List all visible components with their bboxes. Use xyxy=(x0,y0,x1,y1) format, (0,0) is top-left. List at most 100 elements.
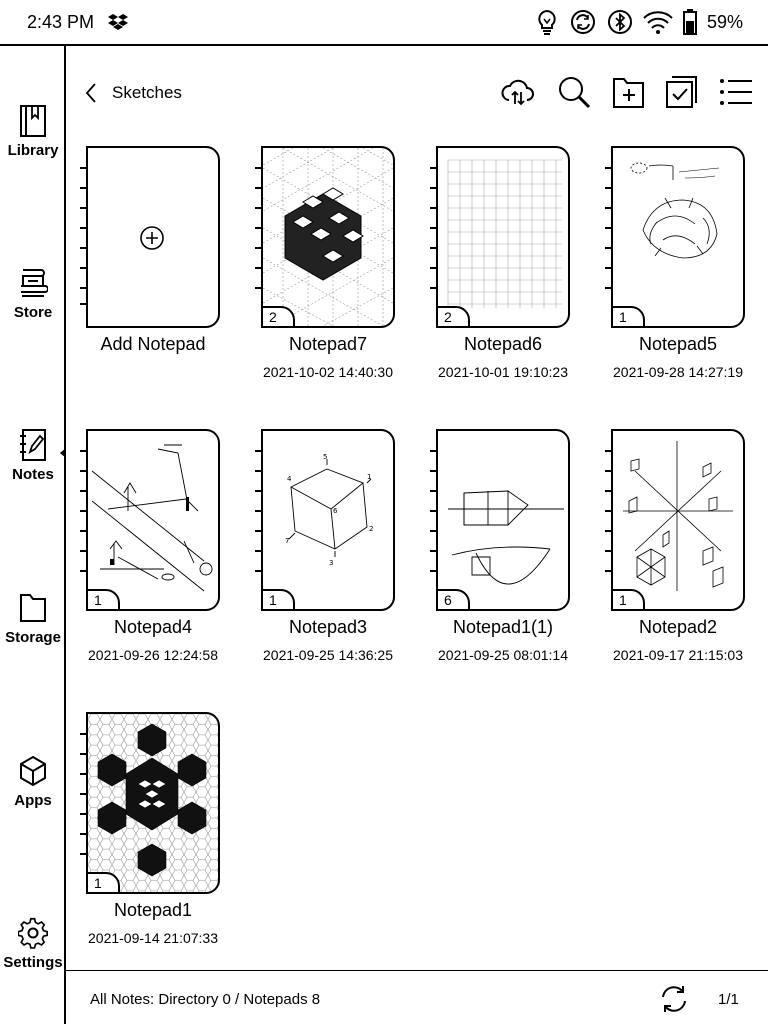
page-count-badge: 1 xyxy=(611,589,645,611)
spiral-binding xyxy=(80,720,88,888)
cloud-sync-icon[interactable] xyxy=(500,74,536,110)
sketch-thumbnail xyxy=(263,148,393,326)
notepad-cover[interactable] xyxy=(86,712,220,894)
spiral-binding xyxy=(605,437,613,605)
wifi-icon xyxy=(643,11,673,34)
spiral-binding xyxy=(255,437,263,605)
back-icon[interactable] xyxy=(84,82,98,104)
notepad-name: Notepad6 xyxy=(463,334,543,354)
sketch-thumbnail xyxy=(447,159,562,308)
notepad-date: 2021-10-02 14:40:30 xyxy=(263,364,393,380)
svg-text:2: 2 xyxy=(369,525,373,533)
refresh-icon[interactable] xyxy=(658,983,690,1015)
notepad-cover[interactable] xyxy=(436,429,570,611)
notepad-cover[interactable]: 5 4 1 7 2 3 6 xyxy=(261,429,395,611)
spiral-binding xyxy=(430,154,438,322)
page-title: Sketches xyxy=(112,83,182,102)
notepad-date: 2021-09-14 21:07:33 xyxy=(88,930,218,946)
sidebar-item-settings[interactable]: Settings xyxy=(0,916,66,971)
page-count-badge: 1 xyxy=(611,306,645,328)
sketch-thumbnail: 5 4 1 7 2 3 6 xyxy=(285,453,373,567)
notepad-name: Add Notepad xyxy=(100,334,206,354)
sidebar-item-library[interactable]: Library xyxy=(0,104,66,159)
sidebar-item-label: Storage xyxy=(5,629,61,646)
svg-text:4: 4 xyxy=(287,475,292,483)
list-view-icon[interactable] xyxy=(718,74,754,110)
sidebar-item-notes[interactable]: Notes xyxy=(0,428,66,483)
sidebar-item-label: Notes xyxy=(12,466,54,483)
page-count-badge: 2 xyxy=(261,306,295,328)
notepad-date: 2021-09-28 14:27:19 xyxy=(613,364,743,380)
spiral-binding xyxy=(255,154,263,322)
sidebar-item-label: Store xyxy=(13,304,53,321)
notepad-date: 2021-09-26 12:24:58 xyxy=(88,647,218,663)
search-icon[interactable] xyxy=(556,74,592,110)
book-icon xyxy=(20,105,46,137)
multi-select-icon[interactable] xyxy=(664,74,700,110)
sketch-thumbnail xyxy=(630,162,720,259)
sidebar: Library Store Notes Storage xyxy=(0,46,66,1024)
page-count-badge: 2 xyxy=(436,306,470,328)
sidebar-item-storage[interactable]: Storage xyxy=(0,591,66,646)
gear-icon xyxy=(18,917,48,949)
notepad-cover[interactable] xyxy=(86,146,220,328)
svg-text:6: 6 xyxy=(333,507,338,515)
page-count-badge: 1 xyxy=(261,589,295,611)
svg-text:7: 7 xyxy=(285,537,289,545)
notepad-name: Notepad2 xyxy=(638,617,718,637)
page-count-badge: 1 xyxy=(86,872,120,894)
sketch-thumbnail xyxy=(448,490,564,585)
notepad-date: 2021-09-25 08:01:14 xyxy=(438,647,568,663)
sketch-thumbnail xyxy=(91,444,213,592)
sidebar-item-apps[interactable]: Apps xyxy=(0,754,66,809)
notepad-cover[interactable] xyxy=(261,146,395,328)
page-indicator: 1/1 xyxy=(718,991,739,1008)
notepad-date: 2021-09-17 21:15:03 xyxy=(613,647,743,663)
notepad-name: Notepad7 xyxy=(288,334,368,354)
header: Sketches xyxy=(66,46,768,136)
sidebar-item-label: Library xyxy=(7,142,59,159)
notepad-name: Notepad1 xyxy=(113,900,193,920)
cube-icon xyxy=(20,755,46,787)
spiral-binding xyxy=(80,437,88,605)
spiral-binding xyxy=(430,437,438,605)
svg-text:1: 1 xyxy=(367,473,371,481)
battery-icon xyxy=(683,9,697,35)
sidebar-item-store[interactable]: Store xyxy=(0,266,66,321)
notepad-date: 2021-09-25 14:36:25 xyxy=(263,647,393,663)
page-count-badge: 1 xyxy=(86,589,120,611)
sync-status-icon xyxy=(571,10,595,34)
notepad-date: 2021-10-01 19:10:23 xyxy=(438,364,568,380)
notepad-cover[interactable] xyxy=(611,429,745,611)
notepad-name: Notepad5 xyxy=(638,334,718,354)
status-bar: 2:43 PM 59% xyxy=(0,0,768,46)
notepad-cover[interactable] xyxy=(86,429,220,611)
spiral-binding xyxy=(605,154,613,322)
sidebar-item-label: Apps xyxy=(14,792,52,809)
new-folder-icon[interactable] xyxy=(611,74,647,110)
folder-icon xyxy=(20,594,46,622)
notepad-name: Notepad3 xyxy=(288,617,368,637)
sketch-thumbnail xyxy=(88,714,218,892)
dropbox-icon xyxy=(108,14,128,30)
notes-icon xyxy=(20,429,46,461)
notes-summary: All Notes: Directory 0 / Notepads 8 xyxy=(90,991,321,1008)
svg-text:3: 3 xyxy=(329,559,333,567)
bulb-icon xyxy=(538,9,556,35)
store-icon xyxy=(21,269,48,297)
notepad-cover[interactable] xyxy=(436,146,570,328)
footer: All Notes: Directory 0 / Notepads 8 1/1 xyxy=(66,970,768,1024)
svg-text:5: 5 xyxy=(323,453,327,461)
sidebar-item-label: Settings xyxy=(3,954,63,971)
notepad-name: Notepad1(1) xyxy=(452,617,554,637)
sketch-thumbnail xyxy=(623,441,733,591)
page-count-badge: 6 xyxy=(436,589,470,611)
notepad-cover[interactable] xyxy=(611,146,745,328)
notepad-name: Notepad4 xyxy=(113,617,193,637)
battery-percent: 59% xyxy=(707,12,744,32)
bluetooth-icon xyxy=(608,10,632,34)
active-indicator xyxy=(60,448,66,458)
add-icon xyxy=(140,226,164,250)
status-time: 2:43 PM xyxy=(27,12,95,32)
spiral-binding xyxy=(80,154,88,322)
